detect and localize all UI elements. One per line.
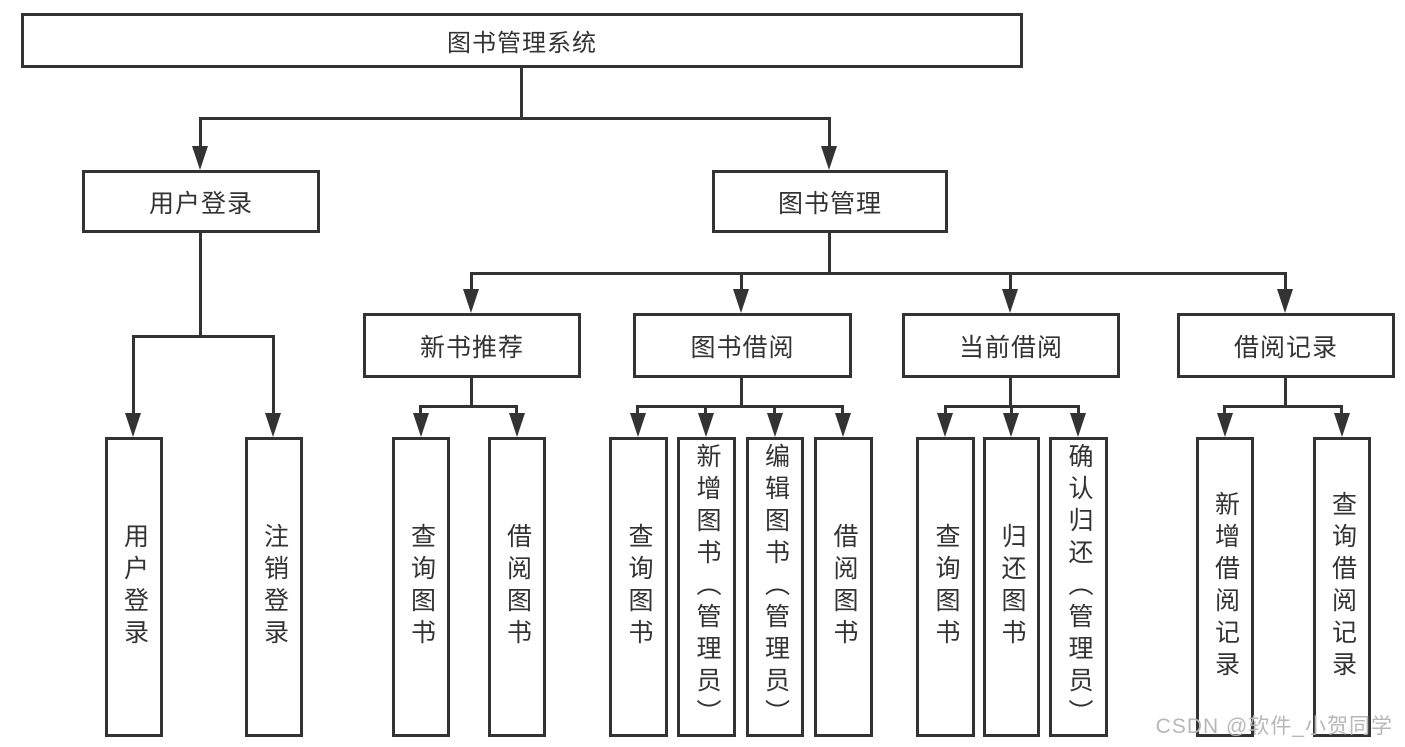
arrow-down-icon [821,146,837,170]
arrow-down-icon [937,413,953,437]
node-library-system: 图书管理系统 [21,13,1023,68]
leaf-logout: 注销登录 [245,437,303,737]
node-user-login: 用户登录 [82,170,320,233]
node-user-login-label: 用户登录 [148,189,253,218]
connector-level1-split [199,117,831,120]
leaf-borrow-books: 借阅图书 [814,437,873,737]
arrow-down-icon [698,413,714,437]
leaf-borrow-books-label: 借阅图书 [830,523,858,651]
leaf-confirm-return-admin-label: 确认归还（管理员） [1065,443,1093,731]
connector-arrow-line [944,405,947,417]
node-borrow-records: 借阅记录 [1177,313,1395,378]
arrow-down-icon [1217,413,1233,437]
arrow-down-icon [1277,289,1293,313]
arrow-down-icon [767,413,783,437]
connector-arrow-line [636,405,639,417]
arrow-down-icon [1003,413,1019,437]
csdn-watermark: CSDN @软件_小贺同学 [1155,715,1393,738]
leaf-add-borrow-record: 新增借阅记录 [1196,437,1254,737]
connector-borrow-records-stem [1284,378,1287,407]
leaf-user-login-label: 用户登录 [120,523,149,651]
connector-arrow-user-login-line [199,117,202,150]
node-book-management: 图书管理 [712,170,948,233]
arrow-down-icon [1334,413,1350,437]
connector-arrow-leaf-login-line [132,335,135,415]
arrow-down-icon [1002,289,1018,313]
arrow-down-icon [125,413,141,437]
leaf-query-books-recommend-label: 查询图书 [407,523,436,651]
connector-arrow-line [1077,405,1080,417]
connector-user-login-stem [199,233,202,337]
connector-arrow-book-borrow-line [740,272,743,294]
connector-level2-split [470,272,1287,275]
leaf-edit-books-admin: 编辑图书（管理员） [746,437,804,737]
node-book-borrow: 图书借阅 [633,313,852,378]
connector-arrow-line [1340,405,1343,417]
arrow-down-icon [463,289,479,313]
arrow-down-icon [733,289,749,313]
connector-arrow-borrow-records-line [1284,272,1287,294]
connector-arrow-new-books-line [470,272,473,294]
node-borrow-records-label: 借阅记录 [1233,333,1338,362]
arrow-down-icon [509,413,525,437]
arrow-down-icon [192,146,208,170]
connector-user-login-split [132,335,275,338]
connector-book-borrow-split [636,405,844,408]
connector-arrow-current-borrow-line [1009,272,1012,294]
leaf-borrow-books-recommend: 借阅图书 [488,437,546,737]
leaf-return-books: 归还图书 [983,437,1040,737]
arrow-down-icon [835,413,851,437]
node-current-borrow: 当前借阅 [902,313,1120,378]
node-new-book-recommend-label: 新书推荐 [419,333,524,362]
leaf-add-borrow-record-label: 新增借阅记录 [1211,491,1240,683]
leaf-edit-books-admin-label: 编辑图书（管理员） [761,443,790,731]
leaf-return-books-label: 归还图书 [998,523,1026,651]
connector-arrow-line [1223,405,1226,417]
leaf-query-books-recommend: 查询图书 [392,437,450,737]
connector-current-borrow-stem [1009,378,1012,407]
leaf-add-books-admin-label: 新增图书（管理员） [693,443,721,731]
connector-arrow-book-mgmt-line [828,117,831,150]
node-library-system-label: 图书管理系统 [447,30,597,57]
connector-arrow-line [1010,405,1013,417]
node-book-borrow-label: 图书借阅 [690,333,795,362]
node-current-borrow-label: 当前借阅 [958,333,1063,362]
leaf-borrow-books-recommend-label: 借阅图书 [503,523,532,651]
connector-arrow-line [515,405,518,417]
leaf-query-books-borrow-label: 查询图书 [625,523,653,651]
leaf-query-borrow-record: 查询借阅记录 [1313,437,1371,737]
arrow-down-icon [413,413,429,437]
connector-arrow-leaf-logout-line [272,335,275,415]
connector-arrow-line [419,405,422,417]
leaf-logout-label: 注销登录 [260,523,289,651]
arrow-down-icon [630,413,646,437]
leaf-query-borrow-record-label: 查询借阅记录 [1328,491,1357,683]
connector-book-mgmt-stem [828,233,831,274]
connector-root-stem [520,68,523,120]
connector-borrow-records-split [1223,405,1343,408]
node-new-book-recommend: 新书推荐 [363,313,581,378]
connector-arrow-line [841,405,844,417]
connector-new-books-stem [470,378,473,407]
leaf-query-books-borrow: 查询图书 [609,437,668,737]
connector-arrow-line [704,405,707,417]
connector-new-books-split [419,405,518,408]
leaf-user-login: 用户登录 [105,437,163,737]
arrow-down-icon [1070,413,1086,437]
connector-arrow-line [773,405,776,417]
leaf-add-books-admin: 新增图书（管理员） [677,437,736,737]
leaf-query-books-current: 查询图书 [916,437,975,737]
node-book-management-label: 图书管理 [777,189,882,218]
leaf-confirm-return-admin: 确认归还（管理员） [1049,437,1108,737]
leaf-query-books-current-label: 查询图书 [932,523,960,651]
connector-book-borrow-stem [740,378,743,407]
arrow-down-icon [265,413,281,437]
